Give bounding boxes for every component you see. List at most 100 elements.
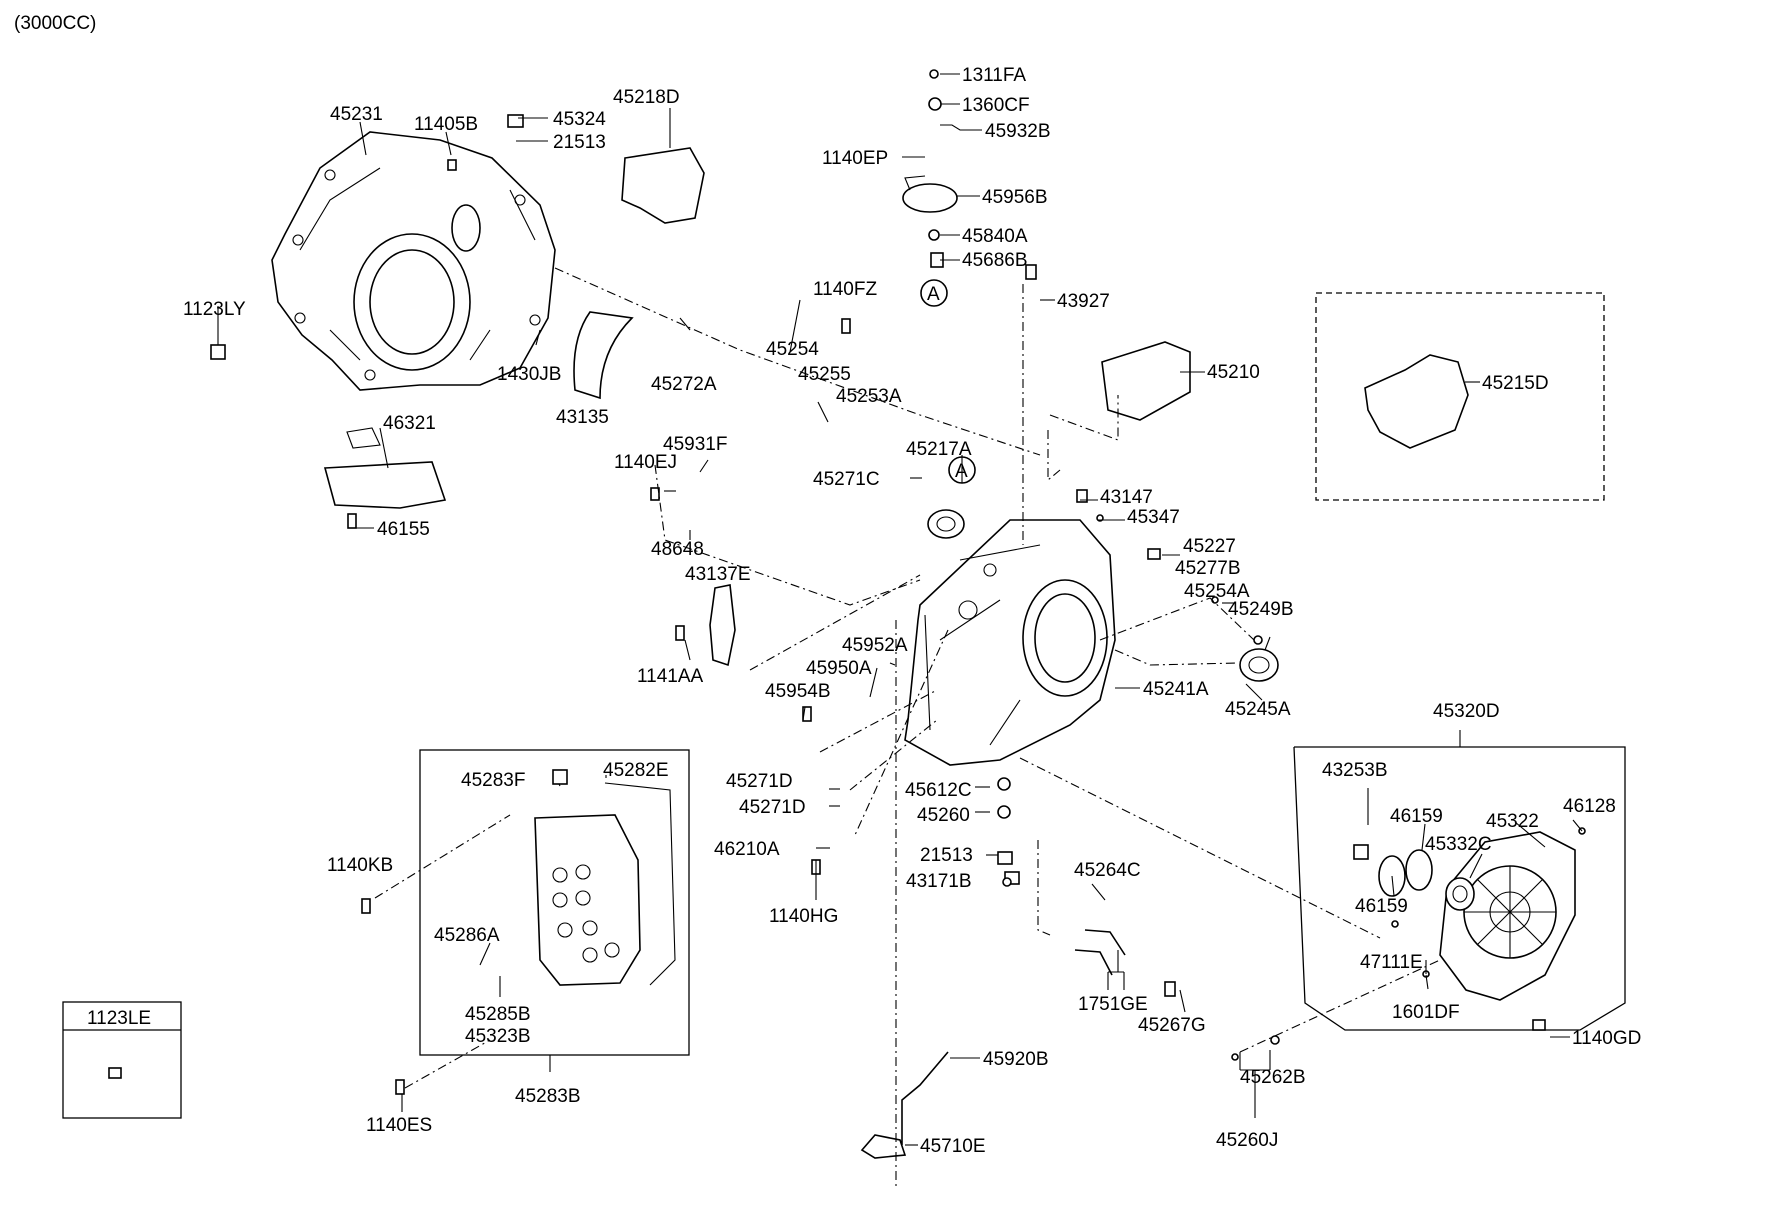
callout-45285B: 45285B — [465, 1004, 531, 1025]
speed-sensor-45710E — [860, 1051, 949, 1159]
callout-1601DF: 1601DF — [1392, 1002, 1460, 1023]
callout-45210: 45210 — [1207, 362, 1260, 383]
transaxle-case — [904, 519, 1116, 766]
callout-45241A: 45241A — [1143, 679, 1209, 700]
callout-45324: 45324 — [553, 109, 606, 130]
o-rings-46159 — [1378, 849, 1433, 897]
callout-1311FA: 1311FA — [962, 65, 1026, 86]
callout-1141AA: 1141AA — [637, 666, 704, 687]
callout-45271D-lower: 45271D — [739, 797, 806, 818]
callout-45262B: 45262B — [1240, 1067, 1306, 1088]
callout-45932B: 45932B — [985, 121, 1051, 142]
callout-45347: 45347 — [1127, 507, 1180, 528]
engine-note: (3000CC) — [14, 13, 96, 34]
shield-43137E — [709, 584, 736, 667]
rear-cover — [1439, 831, 1576, 1001]
callout-45218D: 45218D — [613, 87, 680, 108]
valve-body-group-box — [419, 749, 690, 1056]
callout-47111E: 47111E — [1360, 952, 1423, 973]
callout-46159-upper: 46159 — [1390, 806, 1443, 827]
callout-45260-mid: 45260 — [917, 805, 970, 826]
rear-cover-group-box — [1293, 746, 1626, 1031]
callout-1140GD: 1140GD — [1572, 1028, 1641, 1049]
callout-45245A: 45245A — [1225, 699, 1291, 720]
callout-43253B: 43253B — [1322, 760, 1388, 781]
callout-45271D-upper: 45271D — [726, 771, 793, 792]
callout-1140EJ: 1140EJ — [614, 452, 677, 473]
callout-43135: 43135 — [556, 407, 609, 428]
callout-1140FZ: 1140FZ — [813, 279, 877, 300]
callout-45920B: 45920B — [983, 1049, 1049, 1070]
callout-21513-mid: 21513 — [920, 845, 973, 866]
oil-pump-cover-45956B — [902, 175, 958, 213]
callout-1360CF: 1360CF — [962, 95, 1030, 116]
callout-45286A: 45286A — [434, 925, 500, 946]
callout-45950A: 45950A — [806, 658, 872, 679]
callout-1123LY: 1123LY — [183, 299, 246, 320]
callout-45253A: 45253A — [836, 386, 902, 407]
callout-1751GE: 1751GE — [1078, 994, 1148, 1015]
callout-1123LE: 1123LE — [87, 1008, 151, 1029]
leader-lines — [217, 73, 1583, 1146]
callout-45264C: 45264C — [1074, 860, 1141, 881]
seal-45332C — [1445, 877, 1475, 911]
ref-marker-top — [920, 279, 948, 307]
seal-45217A — [927, 509, 965, 539]
callout-46128: 46128 — [1563, 796, 1616, 817]
callout-45710E: 45710E — [920, 1136, 986, 1157]
optional-part-box — [1315, 292, 1605, 501]
callout-45332C: 45332C — [1425, 834, 1492, 855]
callout-21513-top: 21513 — [553, 132, 606, 153]
valve-body — [534, 782, 676, 986]
callout-45322: 45322 — [1486, 811, 1539, 832]
callout-45931F: 45931F — [663, 434, 727, 455]
callout-45956B: 45956B — [982, 187, 1048, 208]
converter-housing — [271, 131, 556, 391]
callout-45840A: 45840A — [962, 226, 1028, 247]
callout-45227: 45227 — [1183, 536, 1236, 557]
callout-45217A: 45217A — [906, 439, 972, 460]
callout-1430JB: 1430JB — [497, 364, 561, 385]
callout-46159-lower: 46159 — [1355, 896, 1408, 917]
ref-marker-top-text: A — [927, 284, 940, 305]
callout-45952A: 45952A — [842, 635, 908, 656]
bracket-45215D — [1364, 354, 1469, 449]
assembly-lines — [374, 267, 1441, 1190]
callout-48648: 48648 — [651, 539, 704, 560]
callout-45254: 45254 — [766, 339, 819, 360]
callout-45612C: 45612C — [905, 780, 972, 801]
callout-45283F: 45283F — [461, 770, 525, 791]
callout-43147: 43147 — [1100, 487, 1153, 508]
callout-45320D: 45320D — [1433, 701, 1500, 722]
callout-45283B: 45283B — [515, 1086, 581, 1107]
callout-45271C-top: 45271C — [813, 469, 880, 490]
oil-cooler-pipe-45264C — [1074, 929, 1126, 976]
callout-45215D: 45215D — [1482, 373, 1549, 394]
fasteners — [108, 69, 1586, 1095]
callout-45323B: 45323B — [465, 1026, 531, 1047]
callout-45272A: 45272A — [651, 374, 717, 395]
callout-43137E: 43137E — [685, 564, 751, 585]
callout-46210A: 46210A — [714, 839, 780, 860]
bracket-45218D — [621, 147, 705, 224]
callout-43171B: 43171B — [906, 871, 972, 892]
baffle-43135 — [573, 311, 634, 400]
callout-45277B: 45277B — [1175, 558, 1241, 579]
callout-43927: 43927 — [1057, 291, 1110, 312]
callout-45282E: 45282E — [603, 760, 669, 781]
callout-1140HG: 1140HG — [769, 906, 838, 927]
callout-1140KB: 1140KB — [327, 855, 393, 876]
bolt-legend-box — [62, 1001, 182, 1119]
callout-46321: 46321 — [383, 413, 436, 434]
oil-filter-46321 — [323, 427, 447, 509]
callout-45686B: 45686B — [962, 250, 1028, 271]
callout-45254A: 45254A — [1184, 581, 1250, 602]
callout-45954B: 45954B — [765, 681, 831, 702]
callouts: 45231 11405B 45324 21513 45218D 1311FA 1… — [87, 65, 1641, 1157]
callout-1140EP: 1140EP — [822, 148, 888, 169]
callout-46155: 46155 — [377, 519, 430, 540]
callout-45260J: 45260J — [1216, 1130, 1278, 1151]
callout-45267G: 45267G — [1138, 1015, 1206, 1036]
bracket-45210 — [1101, 341, 1191, 421]
